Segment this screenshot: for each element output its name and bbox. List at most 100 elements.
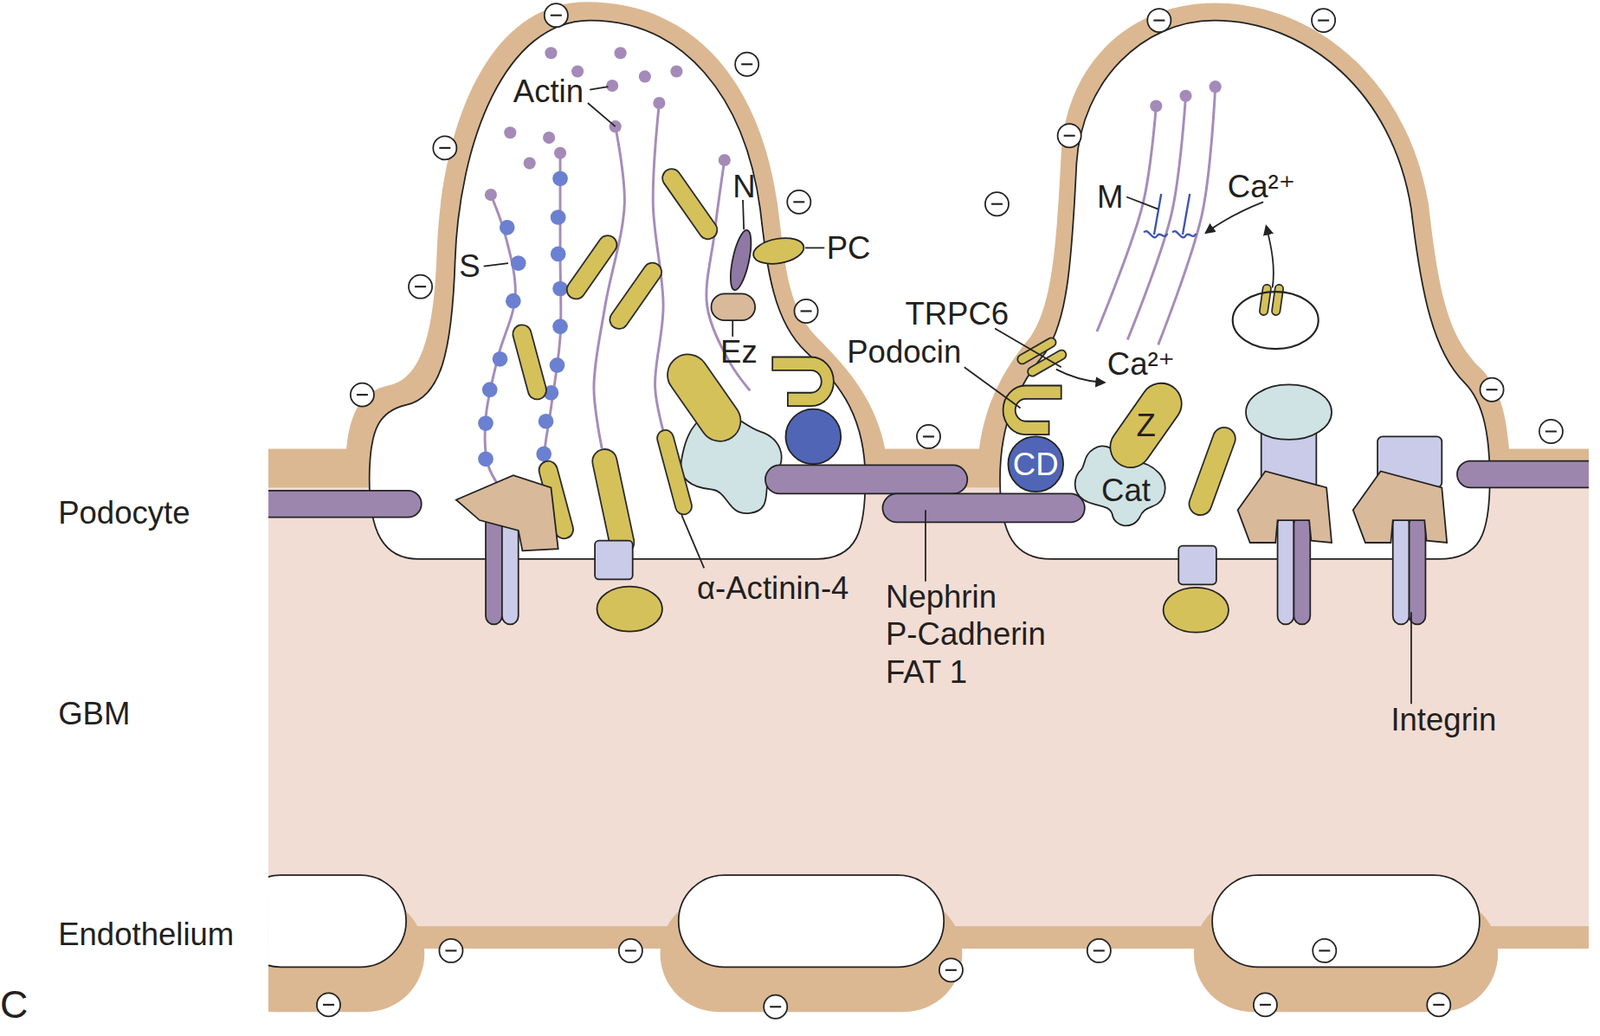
cd2ap-circle [785,409,841,465]
leader-line [964,367,1021,408]
capillary-fenestra [268,875,407,968]
layer-label: Endothelium [58,918,234,951]
capsule-shape [1102,375,1190,477]
leader-line [681,515,704,568]
charge-symbol [1253,993,1278,1017]
charge-symbol [408,275,433,299]
cd-protein: CD [1007,436,1064,492]
charge-circle [794,299,819,323]
synaptopodin-bead [535,446,552,463]
charge-bar [445,949,457,952]
leader-line [589,86,608,91]
charge-bar [945,969,957,972]
charge-symbol [1426,993,1451,1017]
calcium-arrow [1266,226,1274,289]
part-label: Integrin [1390,704,1497,737]
calcium-arrow [1056,369,1104,383]
charge-circle [916,425,941,449]
synaptopodin-bead [505,293,522,310]
charge-bar [438,147,451,149]
charge-symbol [1087,939,1111,963]
circle-shape [1007,436,1064,492]
part-label: S [458,250,480,283]
synaptopodin-bead [552,281,568,297]
actin-dot [718,154,731,167]
charge-bar [322,1004,335,1007]
part-label: Actin [513,76,584,109]
actin-dot [544,46,557,59]
actin-dot [542,131,555,144]
charge-circle [1087,939,1111,963]
charge-circle [985,192,1009,216]
actin-dot [613,46,626,59]
blob-shape [1075,445,1166,526]
leader-line [483,263,509,267]
myosin-mark [1143,193,1168,238]
charge-symbol [985,192,1009,216]
integrin-beta [1393,515,1410,625]
charge-circle [619,939,643,963]
protein-capsule [606,258,665,333]
charge-symbol [735,52,759,77]
capillary-fenestra [1212,875,1480,968]
slit-diaphragm-bar [268,490,422,518]
protein-capsule [1186,424,1239,519]
synaptopodin-bead [552,318,568,335]
charge-symbol [619,939,643,963]
dystroglycan-square [594,541,633,581]
charge-symbol [939,958,963,982]
charge-bar [793,200,805,203]
charge-circle [735,52,759,77]
charge-symbol [1480,378,1504,402]
leader-line [805,247,825,250]
synaptopodin-bead [482,381,498,398]
protein-capsule [1258,283,1271,316]
charge-bar [741,63,753,65]
podocin-shape [772,356,834,407]
part-label: FAT 1 [885,656,968,689]
synaptopodin-bead [550,209,567,226]
part-label: M [1096,180,1123,213]
z-protein: Z [1115,374,1177,478]
integrin-beta [502,515,519,625]
dystroglycan-square [1178,546,1217,586]
matrix-ligand [596,587,662,633]
part-label: N [732,170,755,203]
actin-dot [638,70,652,83]
charge-symbol [794,299,819,323]
synaptopodin-bead [552,170,568,187]
actin-dot [554,147,567,160]
part-label: P-Cadherin [885,619,1046,652]
synaptopodin-bead [477,451,494,468]
charge-symbol [1311,8,1336,33]
actin-dot [1209,80,1222,93]
charge-circle [1253,993,1278,1017]
leader-line [1410,612,1413,704]
charge-symbol [763,995,788,1020]
charge-circle [544,3,568,27]
ezrin [710,293,755,321]
foot-process-cytoplasm [1000,20,1491,560]
integrin-beta [1277,515,1295,625]
actin-dot [484,188,497,201]
charge-bar [1317,19,1330,22]
charge-bar [550,14,562,17]
charge-symbol [1058,123,1082,148]
charge-symbol [1539,419,1563,444]
charge-circle [787,190,811,214]
layer-label: Podocyte [58,497,190,530]
charge-symbol [316,993,341,1017]
part-label: TRPC6 [904,298,1009,331]
charge-circle [408,275,433,299]
actin-filament [1158,86,1216,345]
charge-circle [438,939,463,963]
node-text: CD [1012,448,1059,481]
node-text: Cat [1101,474,1151,507]
leader-line [742,200,744,230]
synaptopodin-bead [477,415,494,432]
charge-bar [1064,135,1076,137]
actin-dot [606,79,619,92]
actin-dot [670,64,683,78]
leader-line [924,509,927,581]
